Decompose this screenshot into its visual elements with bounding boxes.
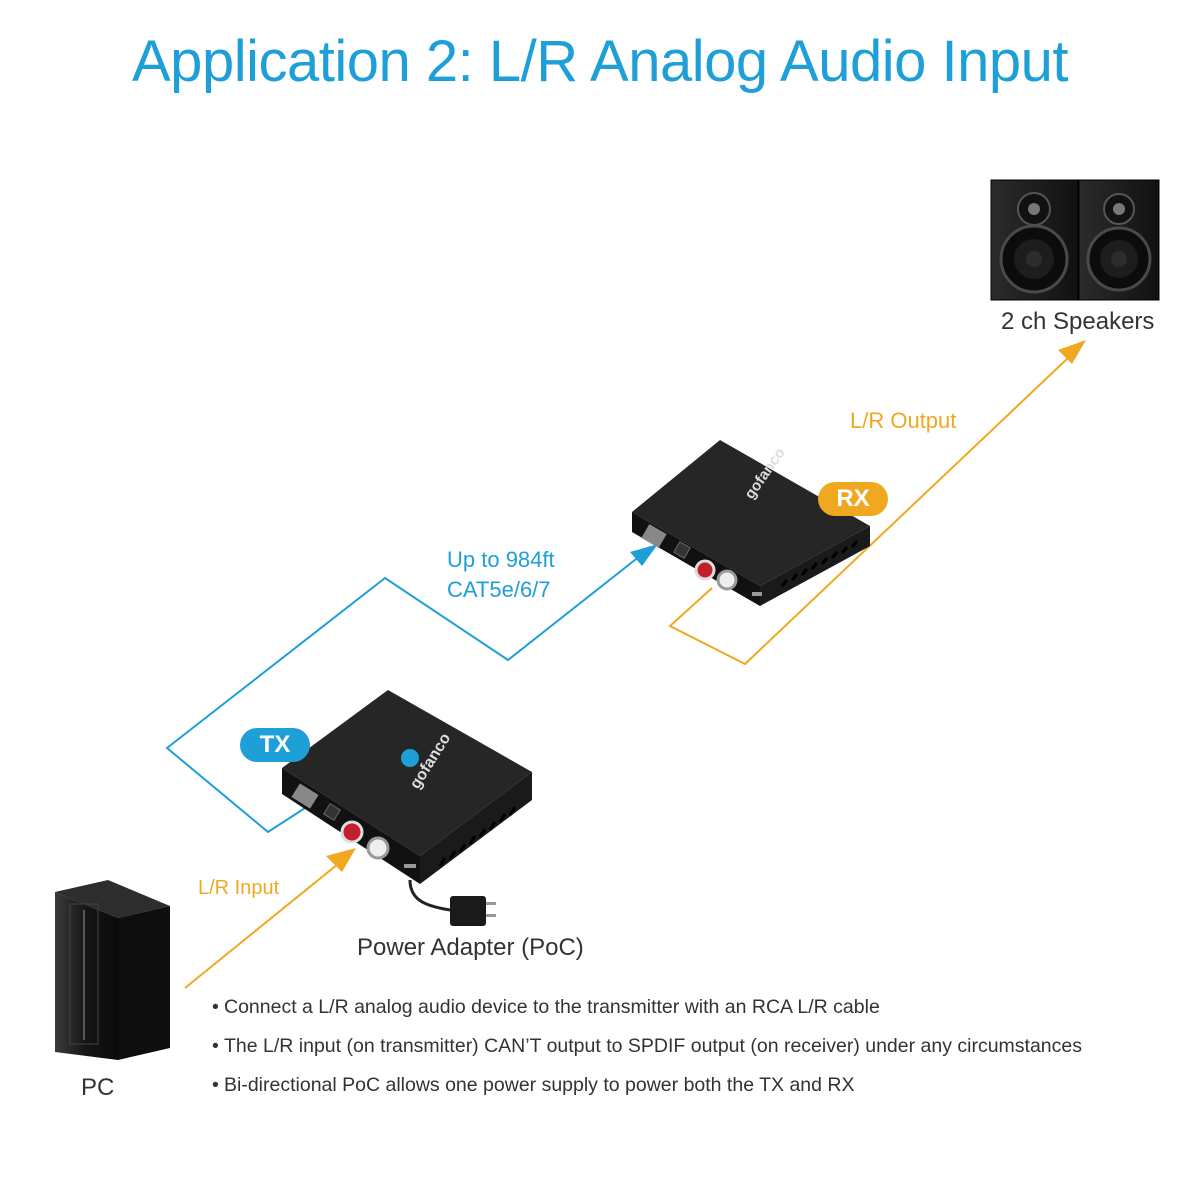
lr-input-line: [184, 848, 356, 989]
tx-device: gofanco: [282, 690, 532, 884]
rx-device: gofanco: [632, 440, 870, 606]
cable-type-label: CAT5e/6/7: [447, 577, 551, 602]
pc-label: PC: [81, 1074, 115, 1101]
page-title: Application 2: L/R Analog Audio Input: [132, 29, 1068, 94]
rx-rca-white: [716, 569, 738, 591]
note-item: •Connect a L/R analog audio device to th…: [212, 996, 880, 1018]
lr-input-arrowhead: [326, 848, 356, 872]
cat-cable-line: [165, 544, 658, 834]
power-adapter-label: Power Adapter (PoC): [357, 934, 584, 961]
tx-rj45-port: [291, 783, 319, 809]
tx-badge: TX: [240, 728, 310, 762]
rx-rj45-port: [641, 524, 667, 548]
note-item: •Bi-directional PoC allows one power sup…: [212, 1074, 855, 1096]
rx-badge: RX: [818, 482, 888, 516]
power-adapter-image: [408, 879, 496, 926]
rx-rca-red: [694, 559, 716, 581]
speakers-image: [990, 179, 1160, 301]
tx-spdif-port: [323, 803, 341, 821]
speaker-right: [1078, 179, 1160, 301]
lr-input-label: L/R Input: [198, 877, 280, 899]
cat-cable-arrowhead: [630, 544, 658, 566]
rx-spdif-port: [673, 541, 691, 559]
lr-output-line: [668, 340, 1086, 666]
tx-rca-white: [366, 836, 390, 860]
speakers-label: 2 ch Speakers: [1001, 308, 1155, 335]
lr-output-arrowhead: [1058, 340, 1086, 364]
notes-list: •Connect a L/R analog audio device to th…: [212, 992, 1182, 1109]
tx-dc-port: [404, 864, 416, 868]
tx-rca-red: [340, 820, 364, 844]
lr-output-label: L/R Output: [850, 408, 957, 433]
pc-tower-image: [55, 880, 170, 1060]
note-item: •The L/R input (on transmitter) CAN’T ou…: [212, 1035, 1082, 1057]
cable-length-label: Up to 984ft: [447, 547, 555, 572]
speaker-left: [990, 179, 1079, 301]
rx-dc-port: [752, 592, 762, 596]
